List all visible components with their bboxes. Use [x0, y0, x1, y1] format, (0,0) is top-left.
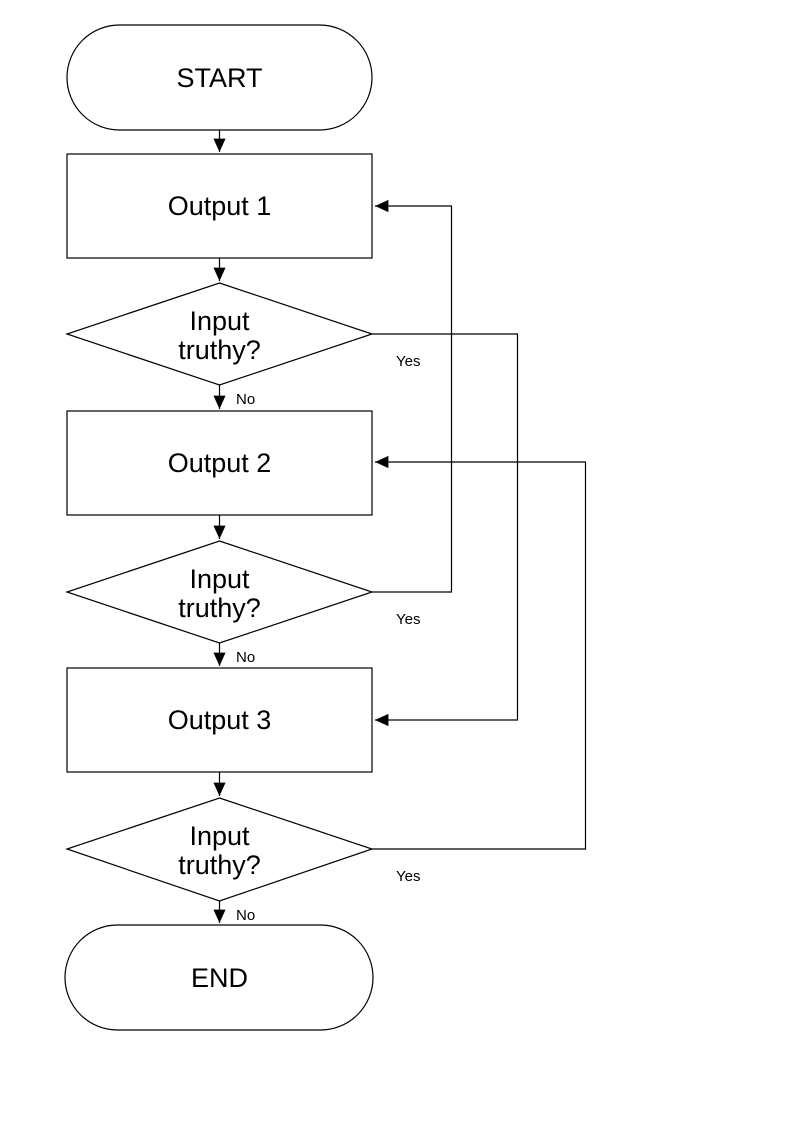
- edge-decision-1-yes-to-output-3: [372, 333, 519, 727]
- node-decision-2: Input truthy?: [65, 540, 374, 644]
- output-3-process-shape: [66, 667, 373, 773]
- decision-2-label-line2: truthy?: [178, 593, 261, 623]
- edge-label-yes-3: Yes: [396, 868, 420, 885]
- output-2-process-shape: [66, 410, 373, 516]
- node-output-1: Output 1: [66, 153, 373, 259]
- node-end: END: [64, 924, 374, 1031]
- edge-label-no-1: No: [236, 391, 255, 408]
- edge-label-no-2: No: [236, 649, 255, 666]
- end-node-label: END: [191, 963, 248, 993]
- output-3-node-label: Output 3: [168, 705, 272, 735]
- decision-1-label-line2: truthy?: [178, 335, 261, 365]
- decision-1-label-line1: Input: [189, 306, 250, 336]
- output-1-node-label: Output 1: [168, 191, 272, 221]
- edge-label-no-3: No: [236, 907, 255, 924]
- edge-label-yes-2: Yes: [396, 611, 420, 628]
- node-decision-3: Input truthy?: [65, 797, 374, 902]
- edge-decision-3-yes-to-output-2: [372, 455, 587, 850]
- decision-3-label-line1: Input: [189, 821, 250, 851]
- start-node-label: START: [176, 63, 262, 93]
- node-output-3: Output 3: [66, 667, 373, 773]
- node-start: START: [66, 24, 373, 131]
- output-1-process-shape: [66, 153, 373, 259]
- decision-3-label-line2: truthy?: [178, 850, 261, 880]
- node-decision-1: Input truthy?: [65, 282, 374, 386]
- node-output-2: Output 2: [66, 410, 373, 516]
- edge-decision-2-yes-to-output-1: [372, 199, 453, 593]
- edge-label-yes-1: Yes: [396, 353, 420, 370]
- output-2-node-label: Output 2: [168, 448, 272, 478]
- end-terminator-shape: [64, 924, 374, 1031]
- decision-2-label-line1: Input: [189, 564, 250, 594]
